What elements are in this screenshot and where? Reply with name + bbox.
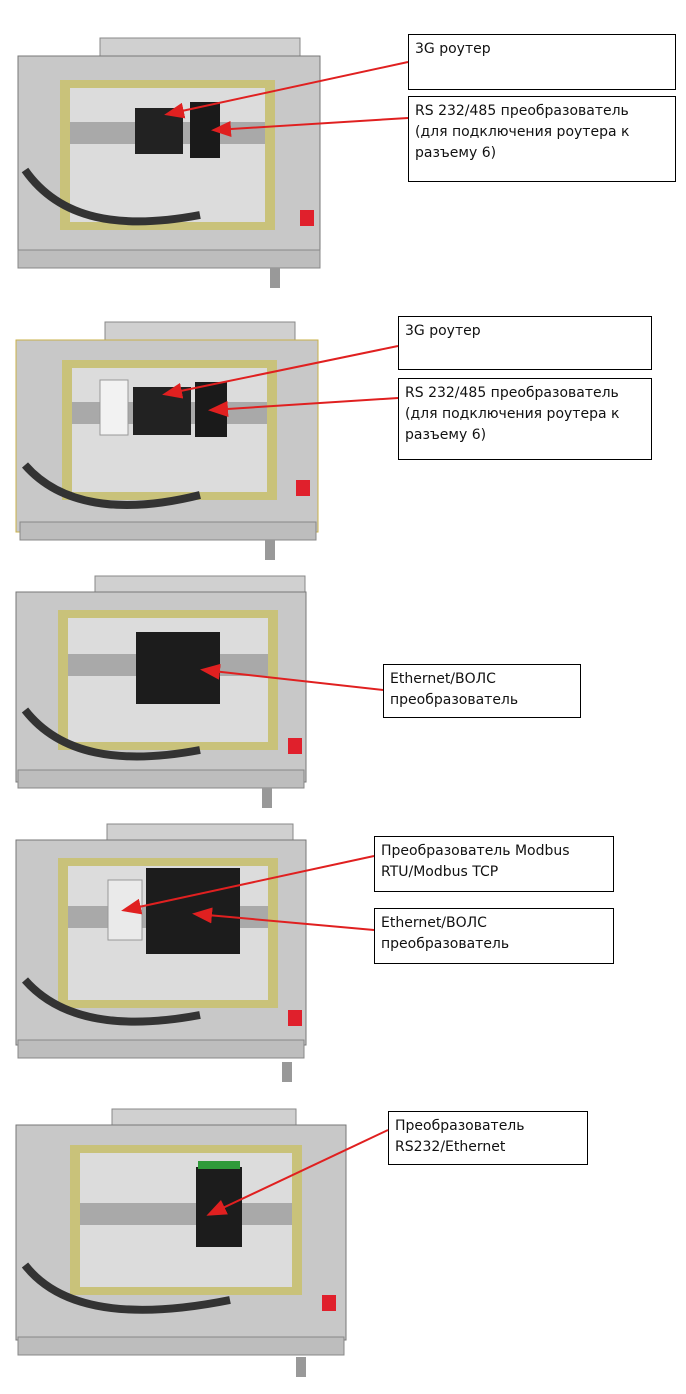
enclosure-photo [15,575,307,808]
callout-3g-router: 3G роутер [398,316,652,370]
panel-3g-router-rs485-alt: 3G роутер RS 232/485 преобразователь (дл… [0,290,686,570]
callout-ethernet-fiber: Ethernet/ВОЛС преобразователь [374,908,614,964]
enclosure-photo [15,823,307,1082]
callout-3g-router: 3G роутер [408,34,676,90]
ethernet-fiber-device [136,632,220,704]
router-device [135,108,183,154]
converter-device [195,382,227,437]
panel-ethernet-fiber: Ethernet/ВОЛС преобразователь [0,570,686,820]
enclosure-photo [17,37,321,288]
router-device [133,387,191,435]
converter-device [190,102,220,158]
callout-rs232-ethernet: Преобразователь RS232/Ethernet [388,1111,588,1165]
panel-3g-router-rs485: 3G роутер RS 232/485 преобразователь (дл… [0,0,686,290]
panel-rs232-ethernet: Преобразователь RS232/Ethernet [0,1095,686,1394]
enclosure-photo [15,321,319,560]
callout-rs485-converter: RS 232/485 преобразователь (для подключе… [398,378,652,460]
modbus-converter-device [107,879,143,941]
panel-modbus-ethernet-fiber: Преобразователь Modbus RTU/Modbus TCP Et… [0,820,686,1095]
callout-modbus-converter: Преобразователь Modbus RTU/Modbus TCP [374,836,614,892]
callout-ethernet-fiber: Ethernet/ВОЛС преобразователь [383,664,581,718]
callout-rs485-converter: RS 232/485 преобразователь (для подключе… [408,96,676,182]
ethernet-fiber-device [146,868,240,954]
rs232-ethernet-device [196,1167,242,1247]
enclosure-photo [15,1108,347,1377]
